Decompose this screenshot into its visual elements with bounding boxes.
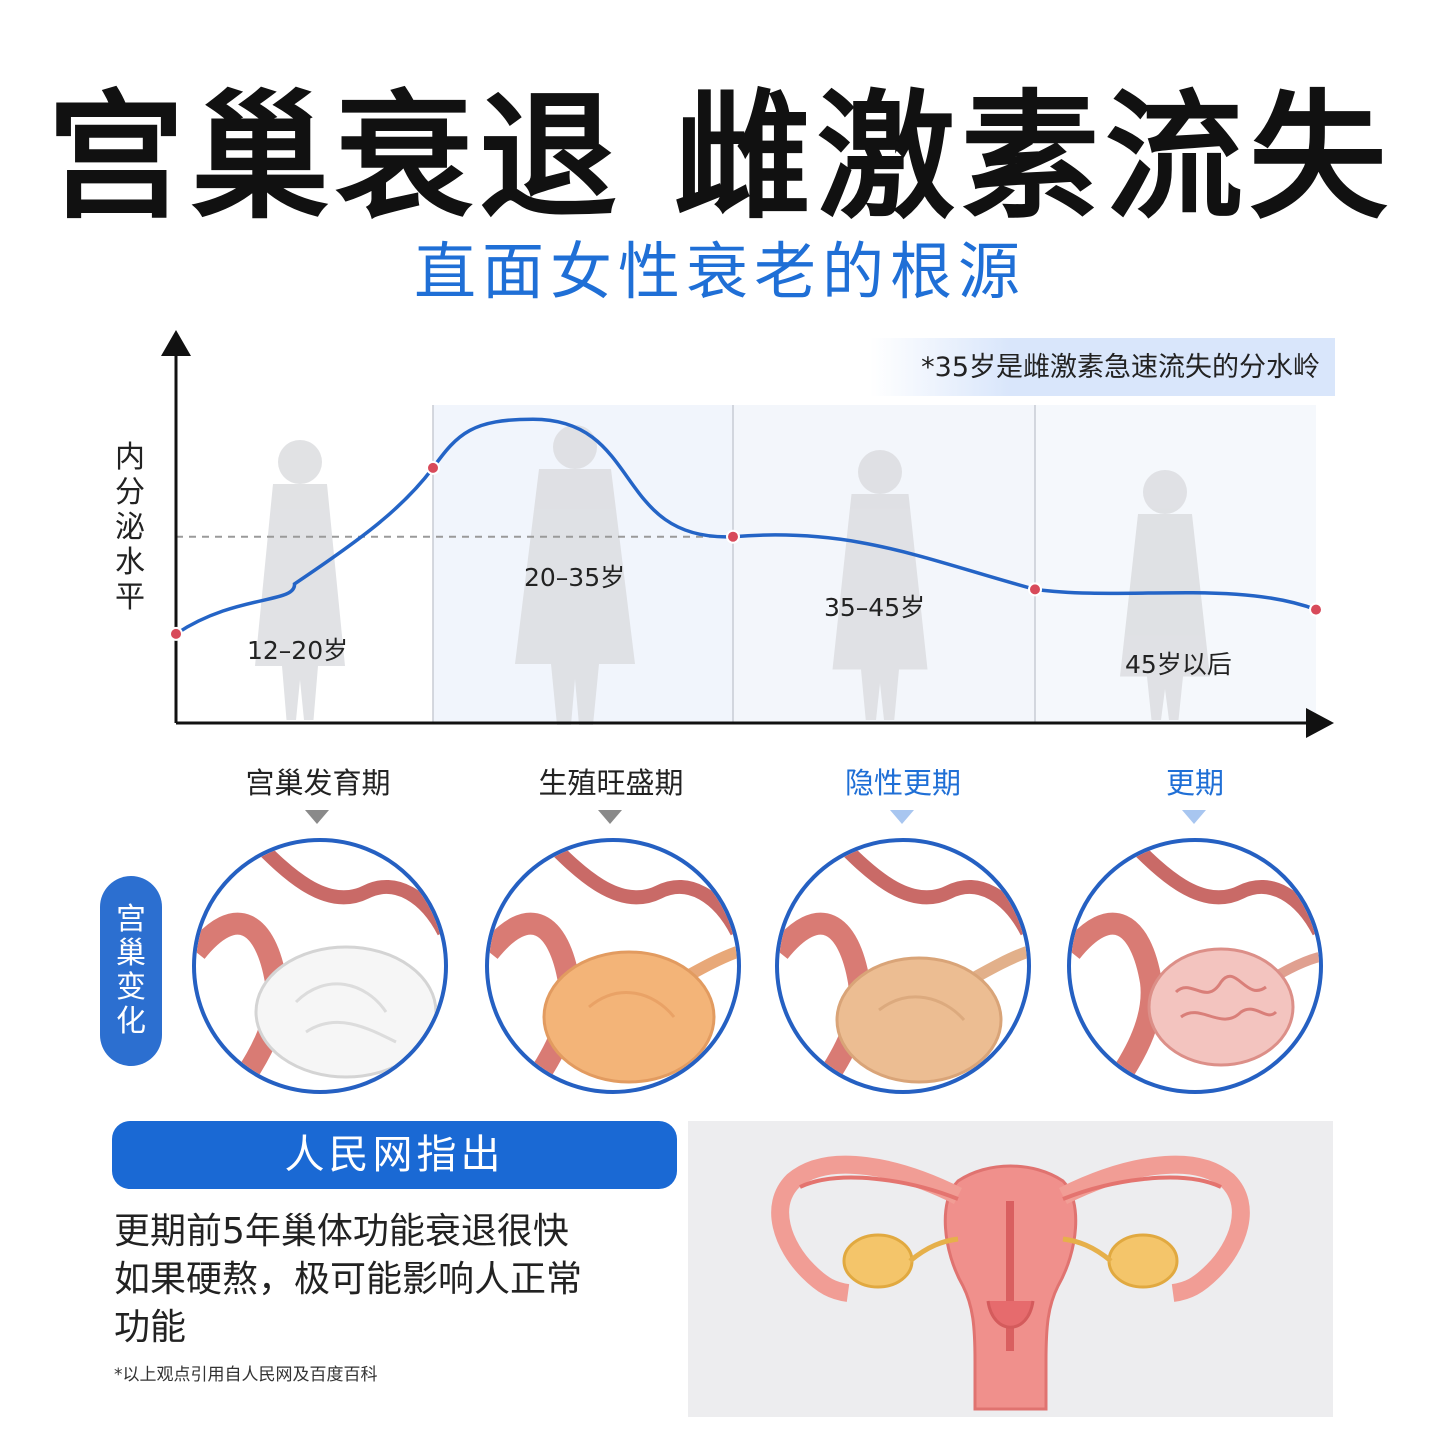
title-part-1: 宫巢衰退 [46,77,623,238]
stage-pointer-1 [305,810,329,824]
note-highlight [870,338,1335,396]
stage-label-3: 隐性更期 [844,766,961,800]
silhouette-4 [1120,470,1210,720]
data-point-1 [169,626,183,641]
side-label-ovary-change: 宫 巢 变 化 [100,876,162,1066]
hormone-level-chart [161,330,1334,738]
page-subtitle: 直面女性衰老的根源 [413,235,1026,308]
x-axis-arrow [1306,708,1334,738]
source-banner: 人民网指出 [112,1121,677,1189]
stage-pointer-4 [1182,810,1206,824]
info-line-2: 如果硬熬，极可能影响人正常 [114,1259,583,1300]
age-label-4: 45岁以后 [1125,650,1232,679]
series-line-endocrine-level [175,417,1317,636]
ovary-image-1 [192,838,448,1094]
age-label-2: 20–35岁 [524,563,626,592]
age-label-1: 12–20岁 [247,636,349,665]
title-part-2: 雌激素流失 [673,77,1394,238]
info-line-3: 功能 [114,1307,187,1348]
ovary-image-4 [1067,838,1323,1094]
data-point-4 [1028,582,1042,597]
stage-pointer-2 [598,810,622,824]
stage-label-4: 更期 [1165,766,1224,800]
uterus-illustration [771,1155,1250,1411]
age-label-3: 35–45岁 [824,593,926,622]
data-point-2 [426,460,440,475]
ovary-image-2 [485,838,741,1094]
stage-label-1: 宫巢发育期 [245,766,391,800]
y-axis-arrow [161,330,191,356]
uterus-illustration-panel [688,1121,1333,1417]
page-title: 宫巢衰退雌激素流失 [0,78,1440,238]
chart-note: *35岁是雌激素急速流失的分水岭 [921,352,1320,383]
footnote: *以上观点引用自人民网及百度百科 [114,1365,378,1385]
ovary-image-3 [775,838,1031,1094]
data-point-5 [1309,602,1323,617]
data-point-3 [726,529,740,544]
y-axis-label: 内分泌水平 [115,440,145,615]
silhouette-2 [515,425,635,725]
silhouette-1 [255,440,345,720]
stage-pointer-3 [890,810,914,824]
stage-label-2: 生殖旺盛期 [538,766,684,800]
info-line-1: 更期前5年巢体功能衰退很快 [114,1211,569,1252]
info-text: 更期前5年巢体功能衰退很快 如果硬熬，极可能影响人正常 功能 [114,1208,684,1352]
